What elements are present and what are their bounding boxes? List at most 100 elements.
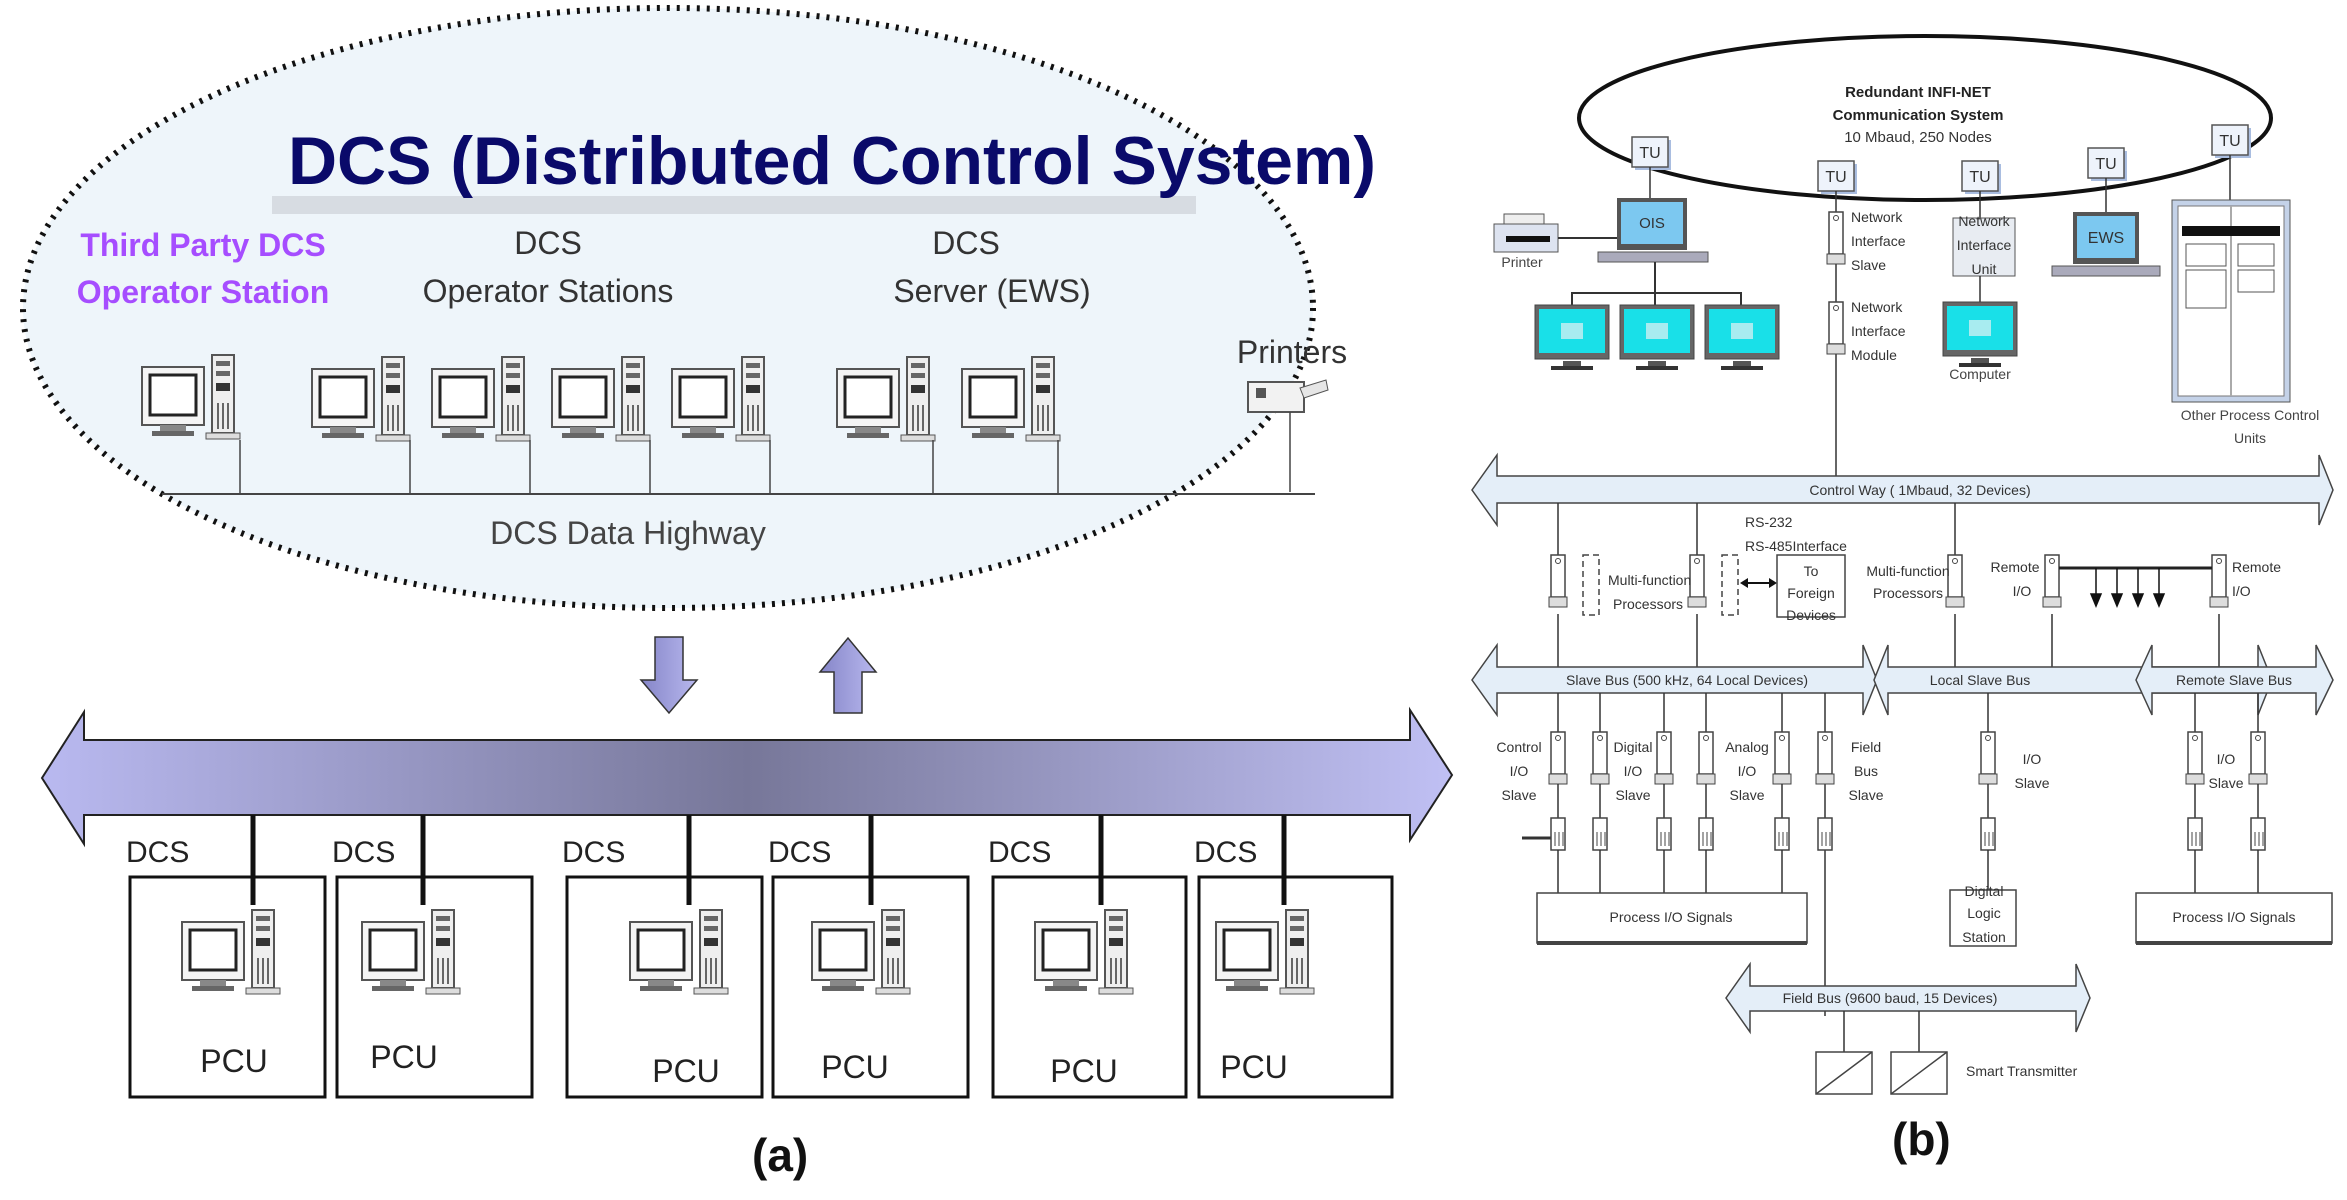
dcs-system-boundary <box>20 5 1316 611</box>
up-arrow-icon <box>818 636 878 714</box>
mfp-label: Processors <box>1873 585 1943 601</box>
other-pcu-label-line1: Other Process Control <box>2181 407 2320 423</box>
operator-stations-label-line2: Operator Stations <box>423 273 674 309</box>
smart-transmitter-icon <box>1890 1051 1948 1095</box>
remote-io-label: Remote <box>1990 559 2039 575</box>
termination-unit-icon <box>2250 817 2266 851</box>
pcu-tag: DCS <box>988 836 1051 869</box>
nis-label: Slave <box>1851 257 1886 273</box>
mfp-label: Multi-function <box>1608 572 1691 588</box>
process-io-signals-box <box>1536 892 1808 944</box>
infi-net-ring <box>1577 34 2273 202</box>
down-arrow-icon <box>639 636 699 715</box>
analog-io-slave-label: I/O <box>1738 763 1757 779</box>
analog-io-slave-label: Slave <box>1729 787 1764 803</box>
field-bus-slave-label: Slave <box>1848 787 1883 803</box>
remote-slave-bus-label: Remote Slave Bus <box>2176 672 2292 688</box>
slave-module-icon <box>1978 731 1998 785</box>
printer-icon <box>1247 379 1329 492</box>
termination-unit-icon <box>2187 817 2203 851</box>
slave-module-icon <box>2185 731 2205 785</box>
digital-logic-station-box <box>1949 889 2017 947</box>
monitor-icon <box>1619 304 1695 371</box>
slave-module-icon <box>1654 731 1674 785</box>
pcu-unit: DCS PCU <box>562 815 764 1099</box>
nis-label: Interface <box>1851 233 1906 249</box>
monitor-icon <box>1704 304 1780 371</box>
network-interface-slave-icon <box>1826 211 1846 265</box>
digital-logic-station-label: Station <box>1962 929 2006 945</box>
pcu-unit: DCS PCU <box>332 815 534 1099</box>
slave-module-icon <box>1696 731 1716 785</box>
nim-label: Network <box>1851 299 1903 315</box>
printer-label: Printer <box>1501 254 1543 270</box>
remote-slave-bus <box>2135 644 2334 716</box>
digital-io-slave-label: Slave <box>1615 787 1650 803</box>
pcu-tag: DCS <box>562 836 625 869</box>
mfp-label: Processors <box>1613 596 1683 612</box>
pcu-label: PCU <box>1050 1053 1118 1089</box>
termination-unit-icon <box>1980 817 1996 851</box>
printer-icon <box>1493 213 1559 253</box>
tu-label: TU <box>1639 145 1660 162</box>
panel-b-caption: (b) <box>1892 1113 1951 1165</box>
panel-a: DCS (Distributed Control System) Third P… <box>20 5 1454 848</box>
tu-label: TU <box>1969 169 1990 186</box>
niu-label: Interface <box>1957 237 2012 253</box>
foreign-devices-label: To <box>1804 563 1819 579</box>
ring-label-line3: 10 Mbaud, 250 Nodes <box>1844 129 1992 146</box>
nis-label: Network <box>1851 209 1903 225</box>
tu-label: TU <box>1825 169 1846 186</box>
remote-io-module-icon <box>2209 554 2229 608</box>
field-bus <box>1725 961 2091 1035</box>
mfp-label: Multi-function <box>1866 563 1949 579</box>
pcu-label: PCU <box>821 1049 889 1085</box>
pcu-unit: DCS PCU <box>1194 815 1394 1099</box>
rs485-label: RS-485Interface <box>1745 538 1847 554</box>
pcu-tag: DCS <box>1194 836 1257 869</box>
digital-logic-station-label: Digital <box>1965 883 2004 899</box>
remote-io-label: Remote <box>2232 559 2281 575</box>
remote-io-module-icon <box>2042 554 2062 608</box>
ring-label-line2: Communication System <box>1833 107 2004 124</box>
pcu-unit: DCS PCU <box>126 815 327 1099</box>
control-way-label: Control Way ( 1Mbaud, 32 Devices) <box>1809 482 2030 498</box>
digital-io-slave-label: Digital <box>1614 739 1653 755</box>
foreign-devices-box <box>1776 554 1846 618</box>
termination-units <box>1550 817 2266 851</box>
termination-unit-icon <box>1592 817 1608 851</box>
remote-io-label: I/O <box>2232 583 2251 599</box>
slave-module-icon <box>1590 731 1610 785</box>
ois-workstation-icon <box>1597 198 1709 263</box>
termination-unit-icon <box>1817 817 1833 851</box>
mfp-module-icon <box>1548 554 1568 608</box>
field-bus-label: Field Bus (9600 baud, 15 Devices) <box>1783 990 1998 1006</box>
computer-icon <box>1942 301 2018 368</box>
io-slave-label: I/O <box>2023 751 2042 767</box>
remote-io-label: I/O <box>2013 583 2032 599</box>
network-interface-module-icon <box>1826 301 1846 355</box>
pcu-unit: DCS PCU <box>988 815 1188 1099</box>
third-party-label-line2: Operator Station <box>77 274 329 310</box>
ews-workstation-icon <box>2051 212 2161 277</box>
tu-node: TU <box>1961 160 2002 195</box>
ews-label: EWS <box>2088 230 2124 247</box>
io-slave-label: Slave <box>2014 775 2049 791</box>
network-interface-unit-icon <box>1952 217 2016 277</box>
ring-label-line1: Redundant INFI-NET <box>1845 84 1991 101</box>
smart-transmitter-label: Smart Transmitter <box>1966 1063 2078 1079</box>
slave-bus <box>1471 642 1878 718</box>
slave-module-icon <box>1548 731 1568 785</box>
tu-node: TU <box>1631 136 1672 171</box>
server-ews-label-line2: Server (EWS) <box>893 273 1090 309</box>
digital-io-slave-label: I/O <box>1624 763 1643 779</box>
pcu-label: PCU <box>652 1053 720 1089</box>
field-bus-slave-label: Field <box>1851 739 1881 755</box>
control-io-slave-label: I/O <box>1510 763 1529 779</box>
niu-label: Unit <box>1972 261 1997 277</box>
local-slave-bus-label: Local Slave Bus <box>1930 672 2030 688</box>
title-underline-bar <box>272 196 1196 214</box>
tu-node: TU <box>2211 124 2252 159</box>
process-io-signals-box <box>2135 892 2333 944</box>
